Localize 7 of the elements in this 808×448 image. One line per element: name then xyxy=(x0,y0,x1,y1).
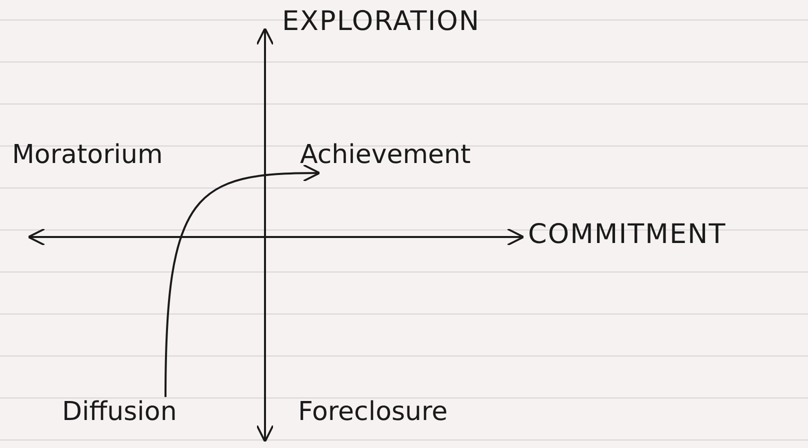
quadrant-label: Diffusion xyxy=(62,397,177,428)
quadrant-label: Achievement xyxy=(300,140,471,172)
curved-arrow xyxy=(164,164,321,398)
axis-label: COMMITMENT xyxy=(528,219,726,252)
quadrant-label: Foreclosure xyxy=(298,397,448,428)
quadrant-label: Moratorium xyxy=(12,140,163,172)
axis-label: EXPLORATION xyxy=(282,6,480,38)
